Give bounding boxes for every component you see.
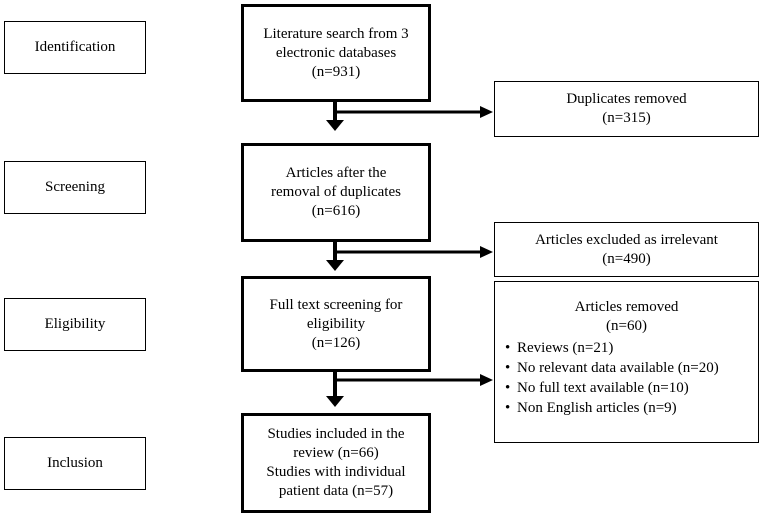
after-duplicates-count: (n=616) — [311, 203, 361, 219]
arrow-right-irrelevant — [335, 246, 493, 258]
duplicates-removed-count: (n=315) — [602, 110, 651, 126]
stage-inclusion-label: Inclusion — [47, 455, 103, 471]
articles-removed-box: Articles removed (n=60) Reviews (n=21) N… — [494, 281, 759, 443]
removal-reason-item: No relevant data available (n=20) — [495, 358, 719, 378]
after-duplicates-line2: removal of duplicates — [271, 184, 401, 200]
search-box: Literature search from 3 electronic data… — [241, 4, 431, 102]
included-line3: Studies with individual — [266, 464, 406, 480]
removal-reason-item: Reviews (n=21) — [495, 338, 719, 358]
arrow-right-duplicates — [335, 106, 493, 118]
included-line4: patient data (n=57) — [278, 483, 394, 499]
full-text-line1: Full text screening for — [269, 296, 403, 313]
irrelevant-excluded-count: (n=490) — [602, 250, 651, 267]
included-line2: review (n=66) — [293, 445, 379, 461]
arrow-down-3 — [326, 372, 344, 407]
stage-eligibility-label: Eligibility — [44, 316, 106, 332]
duplicates-removed-label: Duplicates removed — [566, 91, 687, 107]
stage-identification: Identification — [4, 21, 146, 74]
after-duplicates-line1: Articles after the — [285, 165, 387, 181]
stage-screening-label: Screening — [45, 179, 105, 195]
arrow-down-2 — [326, 242, 344, 271]
arrow-down-1 — [326, 102, 344, 131]
full-text-count: (n=126) — [311, 334, 361, 351]
removal-reasons-list: Reviews (n=21) No relevant data availabl… — [495, 338, 719, 418]
stage-screening: Screening — [4, 161, 146, 214]
articles-removed-count: (n=60) — [606, 318, 647, 334]
full-text-line2: eligibility — [306, 315, 366, 332]
included-line1: Studies included in the — [267, 426, 405, 442]
search-count: (n=931) — [311, 63, 361, 80]
search-line2: electronic databases — [275, 44, 397, 61]
stage-eligibility: Eligibility — [4, 298, 146, 351]
duplicates-removed-box: Duplicates removed (n=315) — [494, 81, 759, 137]
irrelevant-excluded-label: Articles excluded as irrelevant — [535, 231, 718, 248]
irrelevant-excluded-box: Articles excluded as irrelevant (n=490) — [494, 222, 759, 277]
search-line1: Literature search from 3 — [263, 25, 409, 42]
removal-reason-item: No full text available (n=10) — [495, 378, 719, 398]
full-text-box: Full text screening for eligibility (n=1… — [241, 276, 431, 372]
removal-reason-item: Non English articles (n=9) — [495, 398, 719, 418]
after-duplicates-box: Articles after the removal of duplicates… — [241, 143, 431, 242]
articles-removed-label: Articles removed — [574, 299, 679, 315]
stage-inclusion: Inclusion — [4, 437, 146, 490]
stage-identification-label: Identification — [34, 39, 116, 55]
arrow-right-removed — [335, 374, 493, 386]
included-box: Studies included in the review (n=66) St… — [241, 413, 431, 513]
